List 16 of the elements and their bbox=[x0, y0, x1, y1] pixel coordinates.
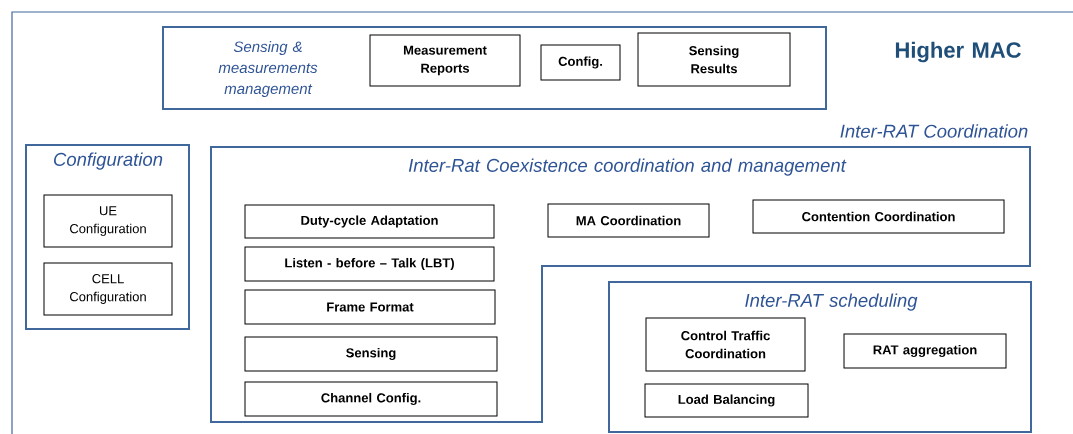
module-box: Sensing bbox=[244, 336, 498, 372]
module-box: Config. bbox=[540, 44, 621, 81]
module-box: CELL Configuration bbox=[43, 262, 173, 316]
module-box: Duty-cycle Adaptation bbox=[244, 204, 495, 239]
module-box: Load Balancing bbox=[644, 383, 809, 418]
module-box: MA Coordination bbox=[547, 203, 710, 238]
module-box: Sensing Results bbox=[637, 32, 791, 87]
module-box: RAT aggregation bbox=[843, 333, 1007, 369]
module-box: Control Traffic Coordination bbox=[645, 317, 806, 372]
module-box: Contention Coordination bbox=[752, 199, 1005, 234]
module-box: UE Configuration bbox=[43, 194, 173, 248]
section-label: Inter-RAT Coordination bbox=[840, 124, 1028, 138]
module-box: Frame Format bbox=[244, 289, 496, 325]
module-box: Channel Config. bbox=[244, 381, 498, 417]
module-box: Listen - before – Talk (LBT) bbox=[244, 246, 495, 282]
module-box: Measurement Reports bbox=[369, 34, 521, 87]
